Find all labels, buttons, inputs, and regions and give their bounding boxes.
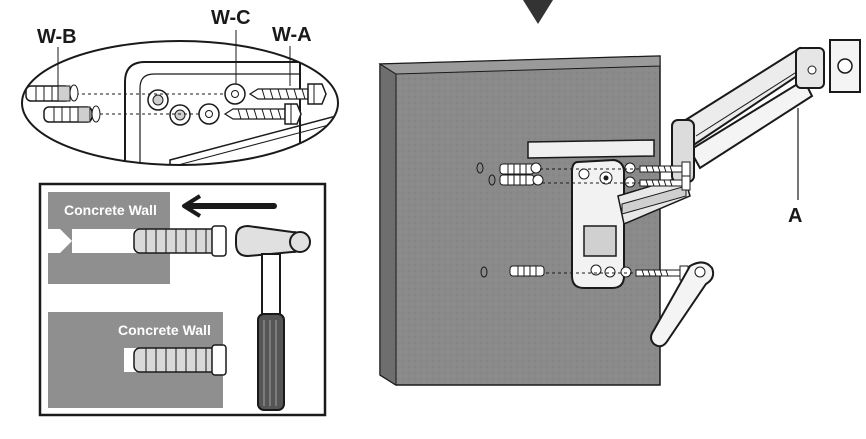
label-w-c: W-C	[211, 7, 251, 29]
label-a: A	[788, 205, 802, 227]
install-anchor-panel	[38, 182, 327, 417]
label-concrete-wall-top: Concrete Wall	[64, 202, 157, 218]
anchor-right-top	[499, 163, 535, 175]
washer-w-c-top	[224, 83, 246, 105]
wall-plate	[571, 158, 625, 289]
screw-right-mid	[639, 175, 691, 191]
label-w-b: W-B	[37, 26, 77, 48]
label-w-a: W-A	[272, 24, 312, 46]
washer-w-c-bottom	[198, 103, 220, 125]
screw-w-a-top	[248, 83, 327, 105]
anchor-right-bottom	[509, 265, 545, 277]
monitor-arm	[671, 39, 861, 183]
hammer-icon	[235, 224, 311, 411]
anchor-seated-bottom	[133, 344, 227, 376]
anchor-w-b-top	[25, 84, 79, 102]
left-arrow-icon	[182, 194, 277, 218]
anchor-right-mid	[499, 174, 535, 186]
hardware-detail-oval	[21, 30, 339, 166]
wall-mount-scene	[378, 39, 861, 386]
allen-wrench-icon	[650, 261, 715, 348]
down-triangle-icon	[523, 0, 553, 24]
anchor-w-b-bottom	[43, 105, 101, 123]
label-concrete-wall-bottom: Concrete Wall	[118, 322, 211, 338]
anchor-insert-top	[133, 225, 227, 257]
screw-w-a-bottom	[223, 103, 302, 125]
screw-right-bottom	[635, 265, 689, 281]
